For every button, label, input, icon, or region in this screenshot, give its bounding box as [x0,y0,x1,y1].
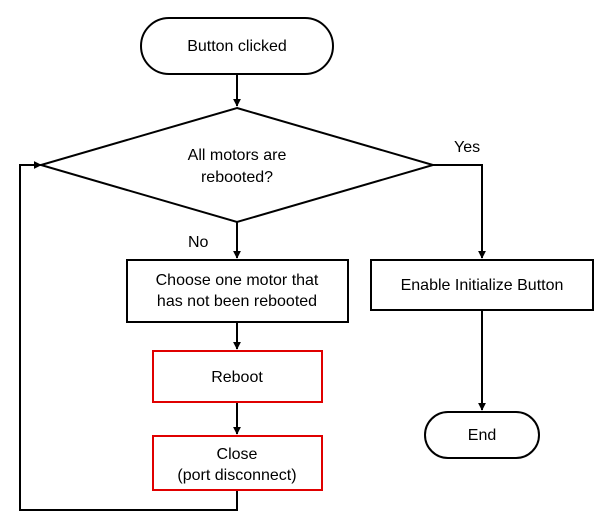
edge-label-yes: Yes [454,139,480,156]
node-start-label: Button clicked [187,38,287,55]
terminal-shape [140,17,334,75]
process-shape-highlight [152,350,323,403]
node-enable-label: Enable Initialize Button [401,277,564,294]
node-choose: Choose one motor that has not been reboo… [126,259,349,323]
node-choose-line1: Choose one motor that [156,272,319,289]
edges [19,75,486,511]
process-shape [126,259,349,323]
terminal-shape [424,411,540,459]
node-close-line2: (port disconnect) [177,467,296,484]
node-decision: All motors are rebooted? [37,106,437,224]
node-end: End [424,411,540,459]
node-decision-line2: rebooted? [201,169,273,186]
edge-label-no: No [188,234,209,251]
node-reboot-label: Reboot [211,369,263,386]
decision-shape [37,106,437,224]
node-enable: Enable Initialize Button [370,259,594,311]
edge-close-loop-back [19,161,238,511]
node-reboot: Reboot [152,350,323,403]
node-close: Close (port disconnect) [152,435,323,491]
process-shape-highlight [152,435,323,491]
node-choose-line2: has not been rebooted [157,293,317,310]
edge-decision-to-enable [433,164,486,259]
node-decision-line1: All motors are [188,147,287,164]
node-close-line1: Close [217,446,258,463]
node-start: Button clicked [140,17,334,75]
node-end-label: End [468,427,496,444]
process-shape [370,259,594,311]
